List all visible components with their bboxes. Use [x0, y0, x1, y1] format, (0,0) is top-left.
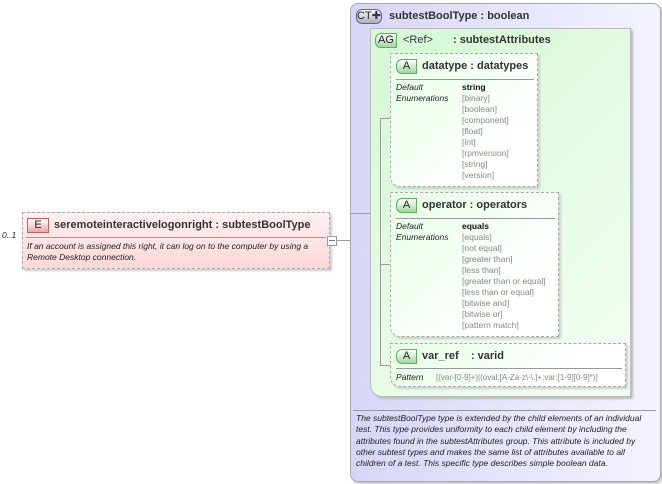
complex-type-badge: CT✚ — [356, 9, 382, 24]
attribute-datatype[interactable]: A datatype : datatypes Default Enumerati… — [390, 53, 538, 187]
attribute-title: var_ref : varid — [422, 350, 504, 362]
attribute-badge: A — [396, 198, 417, 213]
default-value: string — [462, 82, 486, 92]
enumeration-list: [binary] [boolean] [component] [float] [… — [462, 93, 509, 181]
enumeration: [rpmversion] — [462, 148, 509, 158]
enumeration: [less than] — [462, 265, 501, 275]
element-description: If an account is assigned this right, it… — [27, 241, 309, 262]
element-title: seremoteinteractivelogonright : subtestB… — [54, 219, 311, 231]
enumeration: [string] — [462, 159, 488, 169]
attribute-group-badge: AG — [375, 33, 397, 48]
complex-type-badge-label: CT — [357, 10, 372, 22]
enumeration: [binary] — [462, 93, 490, 103]
plus-icon: ✚ — [371, 10, 381, 22]
tree-branch — [380, 264, 390, 265]
default-value: equals — [462, 221, 489, 231]
enumeration: [boolean] — [462, 104, 497, 114]
attribute-badge: A — [396, 59, 417, 74]
enumeration: [bitwise or] — [462, 309, 503, 319]
enumeration: [greater than or equal] — [462, 276, 546, 286]
cardinality-label: 0..1 — [2, 230, 17, 240]
attribute-group-ref: <Ref> — [403, 34, 433, 46]
attribute-title: operator : operators — [422, 199, 528, 211]
attribute-var-ref[interactable]: A var_ref : varid Pattern [(var-[0-9]+)|… — [390, 343, 626, 387]
attribute-group-name: : subtestAttributes — [453, 34, 551, 46]
enumeration: [float] — [462, 126, 483, 136]
enumeration: [equals] — [462, 232, 492, 242]
enumeration: [bitwise and] — [462, 298, 510, 308]
enumeration-list: [equals] [not equal] [greater than] [les… — [462, 232, 546, 331]
complex-type-separator — [353, 410, 656, 411]
enumeration: [version] — [462, 170, 495, 180]
enumeration: [greater than] — [462, 254, 513, 264]
attribute-title: datatype : datatypes — [422, 60, 529, 72]
default-label: Default — [396, 82, 423, 92]
collapse-button[interactable] — [327, 236, 337, 246]
tree-branch — [380, 365, 390, 366]
enumeration: [int] — [462, 137, 476, 147]
pattern-value: [(var-[0-9]+)|(oval:[A-Za-z\-\.]+:var:[1… — [436, 373, 598, 382]
enumeration: [less than or equal] — [462, 287, 534, 297]
attribute-badge: A — [396, 349, 417, 364]
enumeration: [component] — [462, 115, 509, 125]
enumeration: [not equal] — [462, 243, 502, 253]
attribute-separator — [396, 218, 555, 219]
complex-type-title: subtestBoolType : boolean — [389, 10, 530, 22]
enumerations-label: Enumerations — [396, 232, 449, 242]
element-badge: E — [27, 218, 49, 233]
tree-branch — [380, 118, 390, 119]
element-separator — [26, 237, 326, 238]
complex-type-description: The subtestBoolType type is extended by … — [356, 413, 642, 469]
tree-vertical — [380, 118, 381, 366]
enumerations-label: Enumerations — [396, 93, 449, 103]
element-box[interactable]: E seremoteinteractivelogonright : subtes… — [22, 212, 330, 269]
group-connector — [350, 213, 370, 214]
attribute-separator — [396, 79, 534, 80]
default-label: Default — [396, 221, 423, 231]
enumeration: [pattern match] — [462, 320, 519, 330]
connector — [336, 240, 350, 241]
attribute-separator — [396, 368, 622, 369]
pattern-label: Pattern — [396, 372, 424, 382]
attribute-operator[interactable]: A operator : operators Default Enumerati… — [390, 192, 559, 337]
